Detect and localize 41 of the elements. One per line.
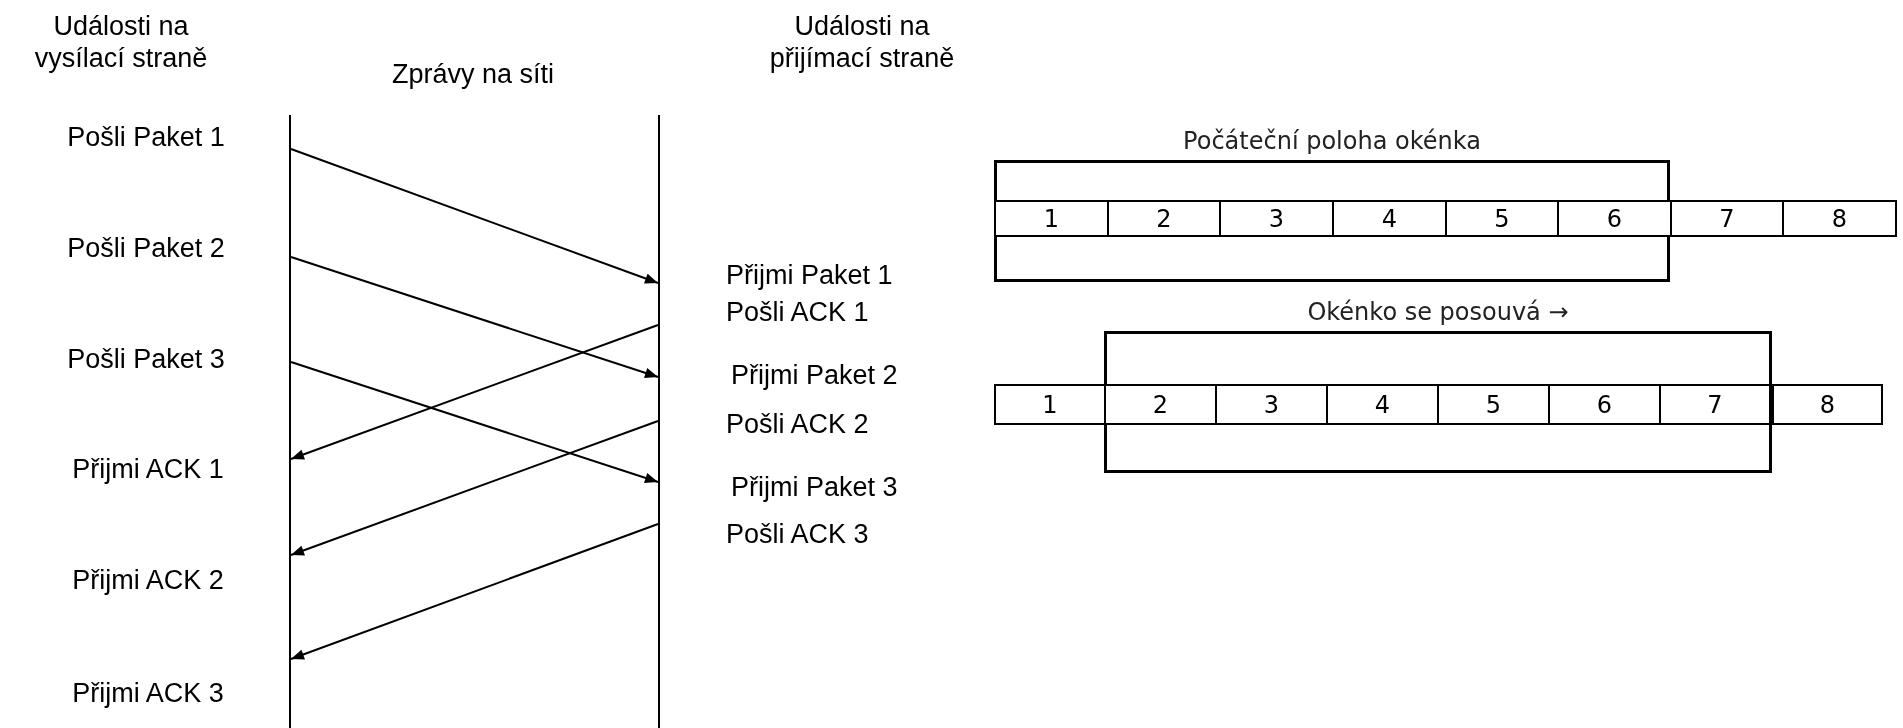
event-label: Pošli ACK 1 <box>726 296 869 329</box>
packet-cell: 7 <box>1670 200 1784 237</box>
packet-cell: 2 <box>1104 384 1217 425</box>
window-caption: Okénko se posouvá → <box>1306 298 1570 326</box>
packet-cell: 8 <box>1782 200 1897 237</box>
event-label: Přijmi ACK 2 <box>72 564 224 597</box>
packet-cell: 2 <box>1107 200 1221 237</box>
column-heading: Události na vysílací straně <box>33 10 209 75</box>
arrow <box>290 523 659 660</box>
event-label: Pošli ACK 3 <box>726 518 869 551</box>
lifeline <box>289 115 291 728</box>
event-label: Přijmi Paket 1 <box>726 259 893 292</box>
event-label: Přijmi Paket 3 <box>731 471 898 504</box>
event-label: Pošli ACK 2 <box>726 408 869 441</box>
arrow <box>290 148 659 284</box>
packet-cell: 3 <box>1219 200 1334 237</box>
packet-cell: 5 <box>1437 384 1550 425</box>
packet-cell: 6 <box>1548 384 1661 425</box>
packet-cell: 1 <box>994 384 1106 425</box>
packet-cell: 7 <box>1659 384 1771 425</box>
packet-cell: 3 <box>1215 384 1328 425</box>
event-label: Pošli Paket 2 <box>67 232 225 265</box>
packet-cell: 8 <box>1772 384 1883 425</box>
arrow <box>290 256 659 378</box>
packet-cell: 1 <box>994 200 1109 237</box>
lifeline <box>658 115 660 728</box>
event-label: Přijmi Paket 2 <box>731 359 898 392</box>
event-label: Přijmi ACK 3 <box>72 677 224 710</box>
arrow <box>290 361 659 483</box>
packet-cell: 6 <box>1557 200 1672 237</box>
packet-cell: 4 <box>1332 200 1447 237</box>
event-label: Přijmi ACK 1 <box>72 453 224 486</box>
arrow <box>290 324 659 460</box>
column-heading: Události na přijímací straně <box>768 10 956 75</box>
column-heading: Zprávy na síti <box>390 58 556 91</box>
window-caption: Počáteční poloha okénka <box>1182 127 1482 155</box>
event-label: Pošli Paket 1 <box>67 121 225 154</box>
arrow <box>290 420 659 556</box>
event-label: Pošli Paket 3 <box>67 343 225 376</box>
packet-cell: 4 <box>1326 384 1439 425</box>
packet-cell: 5 <box>1445 200 1559 237</box>
